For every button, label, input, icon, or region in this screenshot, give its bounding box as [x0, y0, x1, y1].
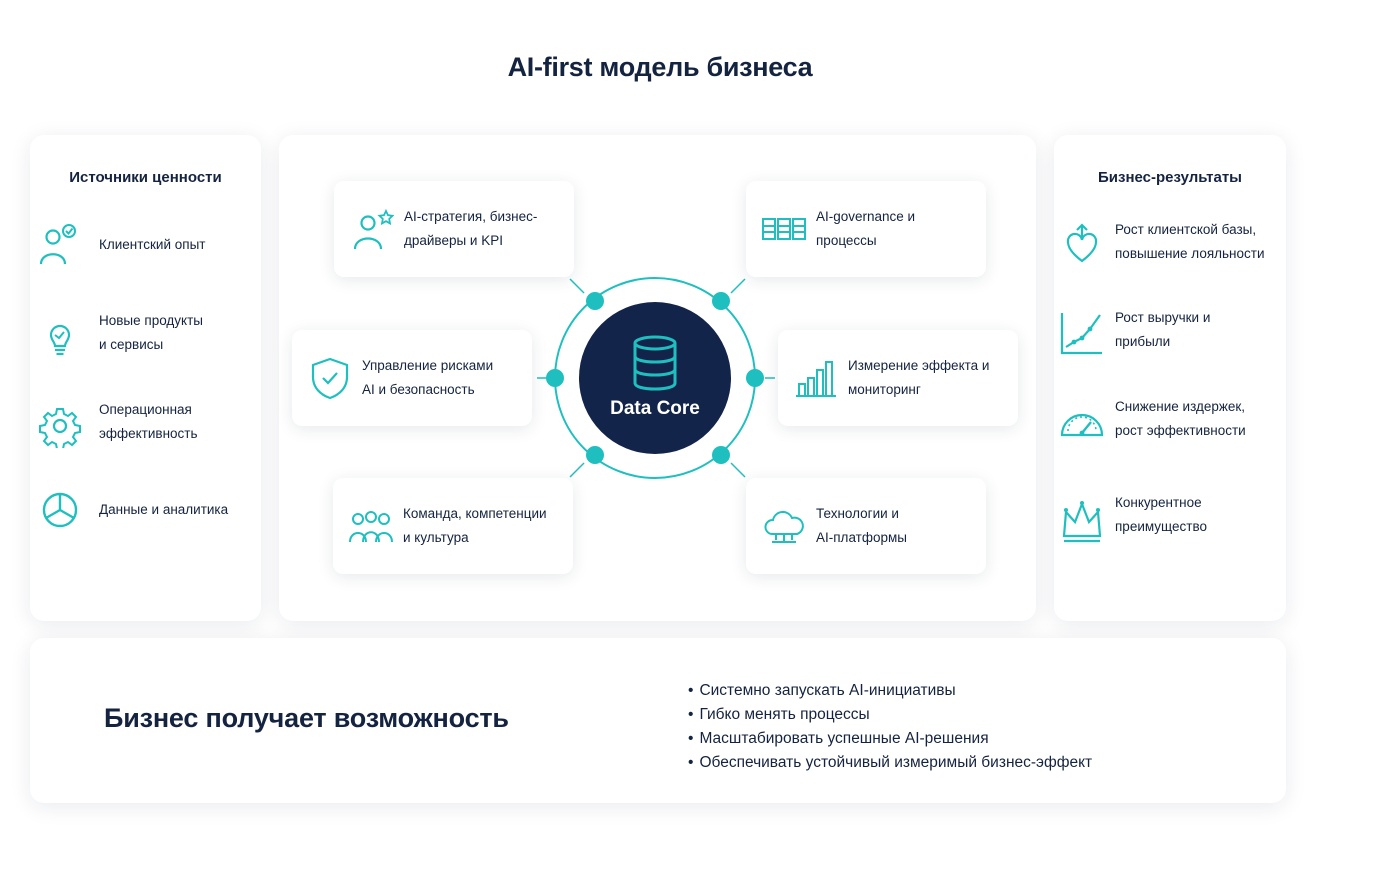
connector-dot — [546, 369, 564, 387]
gear-icon — [39, 408, 81, 448]
source-label: Клиентский опыт — [99, 237, 206, 252]
opportunity-item: Гибко менять процессы — [688, 703, 1092, 727]
source-label: Данные и аналитика — [99, 502, 229, 517]
business-results-heading: Бизнес-результаты — [1097, 169, 1242, 186]
business-results-panel: Бизнес-результаты Рост клиентской базы,п… — [1054, 135, 1286, 621]
data-core-label: Data Core — [610, 398, 700, 419]
connector-dot — [712, 292, 730, 310]
data-core — [579, 302, 731, 454]
growth-line-icon — [1060, 313, 1102, 355]
opportunity-item: Обеспечивать устойчивый измеримый бизнес… — [688, 751, 1092, 775]
customer-check-icon — [39, 224, 76, 265]
connector-dot — [586, 292, 604, 310]
server-rack-icon — [762, 218, 806, 240]
crown-icon — [1062, 500, 1102, 543]
connector-dot — [712, 446, 730, 464]
bar-chart-icon — [796, 361, 836, 397]
team-icon — [349, 511, 393, 543]
opportunities-list: Системно запускать AI-инициативы Гибко м… — [688, 679, 1092, 775]
connector-dot — [746, 369, 764, 387]
database-icon — [633, 335, 677, 391]
core-connections — [537, 277, 775, 479]
opportunity-item: Системно запускать AI-инициативы — [688, 679, 1092, 703]
result-label: Рост клиентской базы,повышение лояльност… — [1115, 222, 1265, 261]
value-sources-panel: Источники ценности Клиентский опыт Новые… — [30, 135, 261, 621]
opportunities-title: Бизнес получает возможность — [104, 703, 509, 733]
shield-check-icon — [311, 357, 349, 400]
gauge-icon — [1060, 413, 1104, 437]
page-title: AI-first модель бизнеса — [507, 52, 813, 82]
lightbulb-icon — [49, 324, 71, 356]
person-star-icon — [353, 208, 394, 250]
connector-dot — [586, 446, 604, 464]
cloud-icon — [764, 510, 804, 543]
opportunity-item: Масштабировать успешные AI-решения — [688, 727, 1092, 751]
card-label: AI-стратегия, бизнес-драйверы и KPI — [404, 209, 538, 248]
value-sources-heading: Источники ценности — [69, 169, 222, 186]
card-ai-strategy: AI-стратегия, бизнес-драйверы и KPI — [334, 181, 574, 277]
heart-arrow-icon — [1066, 223, 1098, 263]
result-label: Снижение издержек,рост эффективности — [1115, 399, 1246, 438]
pie-chart-icon — [42, 492, 78, 528]
